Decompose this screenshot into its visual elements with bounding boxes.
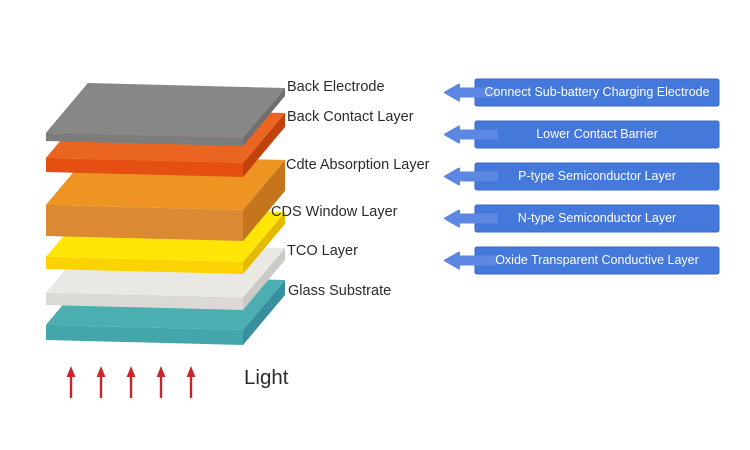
callout-text-tco: Oxide Transparent Conductive Layer — [495, 253, 699, 267]
layer-label-cdte-absorption: Cdte Absorption Layer — [286, 157, 430, 173]
callout-arrow-left-icon — [444, 167, 498, 186]
callout-arrow-left-icon — [444, 125, 498, 144]
callout-text-back-contact: Lower Contact Barrier — [536, 127, 658, 141]
glass-substrate-right-face — [243, 280, 285, 345]
light-arrow-shaft — [159, 375, 163, 398]
back-electrode-front-face — [46, 133, 243, 146]
back-electrode-top-face — [46, 83, 285, 138]
layer-label-back-electrode: Back Electrode — [287, 79, 385, 95]
cdte-absorption-right-face — [243, 160, 285, 241]
back-electrode-right-face — [243, 88, 285, 146]
tco-right-face — [243, 248, 285, 310]
light-arrow-head — [156, 366, 166, 377]
glass-substrate-front-face — [46, 325, 243, 345]
tco-front-face — [46, 293, 243, 310]
callout-arrow-left-icon — [444, 209, 498, 228]
light-arrow-head — [96, 366, 106, 377]
layer-label-back-contact: Back Contact Layer — [287, 109, 414, 125]
cds-window-front-face — [46, 257, 243, 274]
light-arrow — [66, 366, 76, 398]
cdte-absorption-front-face — [46, 205, 243, 241]
light-arrow — [156, 366, 166, 398]
light-arrow-head — [186, 366, 196, 377]
light-arrow-shaft — [99, 375, 103, 398]
light-arrow-shaft — [69, 375, 73, 398]
callout-text-back-electrode: Connect Sub-battery Charging Electrode — [484, 85, 710, 99]
light-arrows — [66, 366, 196, 398]
light-arrow — [126, 366, 136, 398]
back-contact-front-face — [46, 158, 243, 177]
layer-label-tco: TCO Layer — [287, 243, 358, 259]
light-arrow-head — [126, 366, 136, 377]
layer-label-glass-substrate: Glass Substrate — [288, 283, 392, 299]
callout-arrow-left-icon — [444, 251, 498, 270]
callout-arrow-left-icon — [444, 83, 498, 102]
cds-window-right-face — [243, 212, 285, 274]
light-arrow — [96, 366, 106, 398]
layer-slab-back-electrode — [46, 83, 285, 146]
light-arrow-shaft — [129, 375, 133, 398]
light-arrow-shaft — [189, 375, 193, 398]
light-label: Light — [244, 366, 289, 389]
layer-label-cds-window: CDS Window Layer — [271, 204, 398, 220]
back-contact-right-face — [243, 113, 285, 177]
light-arrow — [186, 366, 196, 398]
callout-text-cdte-absorption: P-type Semiconductor Layer — [518, 169, 676, 183]
callout-text-cds-window: N-type Semiconductor Layer — [517, 211, 677, 225]
light-arrow-head — [66, 366, 76, 377]
